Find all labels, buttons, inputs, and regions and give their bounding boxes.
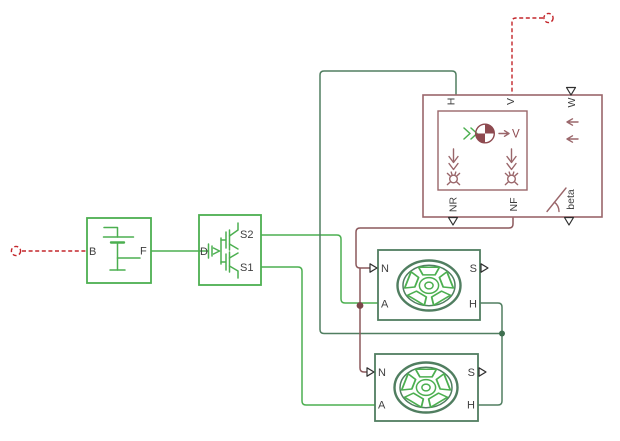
velocity-arrow-icon — [498, 130, 510, 137]
unconnected-port-marker-left[interactable] — [10, 245, 22, 257]
wire-s2-to-wheel1-a[interactable] — [261, 234, 378, 304]
wheel1-port-label-a: A — [381, 299, 389, 311]
port-marker-wheel2-s[interactable] — [478, 367, 487, 377]
body-port-label-h: H — [446, 98, 458, 106]
junction-dot-h-net — [499, 330, 505, 337]
center-of-gravity-icon — [475, 123, 496, 144]
port-marker-nr[interactable] — [447, 216, 459, 226]
body-port-label-beta: beta — [565, 189, 577, 210]
body-port-label-nr: NR — [448, 197, 460, 213]
wheel-block-2[interactable]: N S A H — [366, 353, 487, 422]
port-marker-wheel2-n[interactable] — [366, 367, 375, 377]
tire-icon — [393, 361, 459, 414]
normal-force-icon-front — [504, 148, 519, 186]
converter-block[interactable]: D S2 S1 — [198, 214, 262, 286]
wind-arrows-icon — [566, 118, 579, 143]
port-marker-wheel1-n[interactable] — [369, 263, 378, 273]
wheel2-port-label-a: A — [378, 400, 386, 412]
wheel2-port-label-h: H — [467, 400, 475, 412]
converter-igbt-icon — [198, 222, 239, 279]
port-marker-beta[interactable] — [563, 216, 575, 226]
port-marker-wheel1-s[interactable] — [480, 263, 489, 273]
wire-nf-to-wheel2-n[interactable] — [359, 268, 367, 373]
normal-force-icon-rear — [446, 148, 461, 186]
wire-s1-to-wheel2-a[interactable] — [261, 266, 375, 406]
wheel2-port-label-s: S — [468, 367, 475, 379]
incline-angle-icon — [546, 187, 567, 213]
converter-port-label-s2: S2 — [240, 229, 253, 241]
junction-dot-n-net — [356, 302, 364, 309]
converter-port-label-s1: S1 — [240, 262, 253, 274]
wheel1-port-label-h: H — [469, 299, 477, 311]
body-port-label-w: W — [566, 97, 578, 107]
tire-icon — [396, 259, 462, 312]
battery-block[interactable]: B F — [86, 217, 152, 284]
body-port-label-nf: NF — [508, 198, 520, 212]
unconnected-port-marker-top[interactable] — [543, 12, 554, 24]
wheel1-port-label-n: N — [381, 263, 389, 275]
battery-port-label-b: B — [89, 246, 96, 258]
cg-velocity-label: V — [512, 129, 520, 141]
wire-nf-to-wheel1-n[interactable] — [355, 217, 514, 269]
battery-icon — [102, 226, 141, 271]
battery-port-label-f: F — [140, 246, 147, 258]
converter-port-label-d: D — [200, 246, 208, 258]
vehicle-body-block[interactable]: V H V — [422, 86, 603, 226]
port-marker-w[interactable] — [565, 86, 577, 96]
wheel2-port-label-n: N — [378, 367, 386, 379]
wheel-block-1[interactable]: N S A H — [369, 249, 489, 321]
wheel1-port-label-s: S — [470, 263, 477, 275]
body-port-label-v: V — [505, 98, 517, 105]
wire-wheel-h-link[interactable] — [478, 302, 503, 406]
wire-body-v-open[interactable] — [511, 17, 543, 95]
